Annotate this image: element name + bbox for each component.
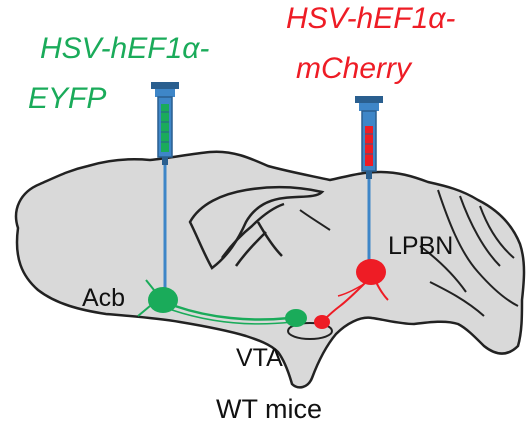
red-virus-label-line2: mCherry (296, 52, 412, 85)
cerebellum-fold (479, 205, 515, 259)
corpus-callosum (188, 185, 325, 270)
green-neuron (137, 279, 307, 327)
cerebellum-fold (459, 195, 501, 267)
acb-label: Acb (82, 284, 126, 312)
hippocampus-fold (299, 209, 331, 231)
vta-red-terminal (314, 315, 330, 329)
brain-outline (14, 150, 526, 389)
red-syringe (355, 96, 383, 262)
cerebellum-fold (429, 281, 485, 317)
vta-label: VTA (236, 344, 283, 372)
red-neuron (314, 259, 389, 329)
wt-mice-label: WT mice (216, 394, 322, 424)
hippocampus-fold (256, 221, 283, 257)
green-virus-label-line1: HSV-hEF1α- (40, 32, 210, 65)
green-virus-label-line2: EYFP (28, 82, 107, 115)
green-syringe (151, 82, 179, 290)
red-virus-label-line1: HSV-hEF1α- (286, 2, 456, 35)
lpbn-cell-body (356, 259, 386, 285)
hippocampus-fold (220, 202, 285, 259)
lpbn-label: LPBN (388, 232, 454, 260)
cerebellum-fold (437, 189, 519, 307)
cerebellum-fold (419, 245, 467, 293)
hippocampus-fold (234, 231, 267, 267)
acb-cell-body (148, 287, 178, 313)
vta-green-terminal (285, 309, 307, 327)
